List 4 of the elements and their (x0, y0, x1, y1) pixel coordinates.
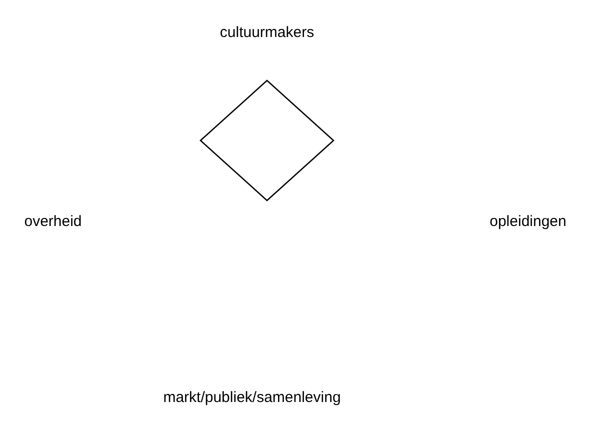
text-label: markt/publiek/samenleving (163, 389, 341, 407)
text-label: opleidingen (490, 213, 566, 231)
text-label: overheid (24, 213, 82, 231)
text-label: cultuurmakers (220, 24, 314, 42)
